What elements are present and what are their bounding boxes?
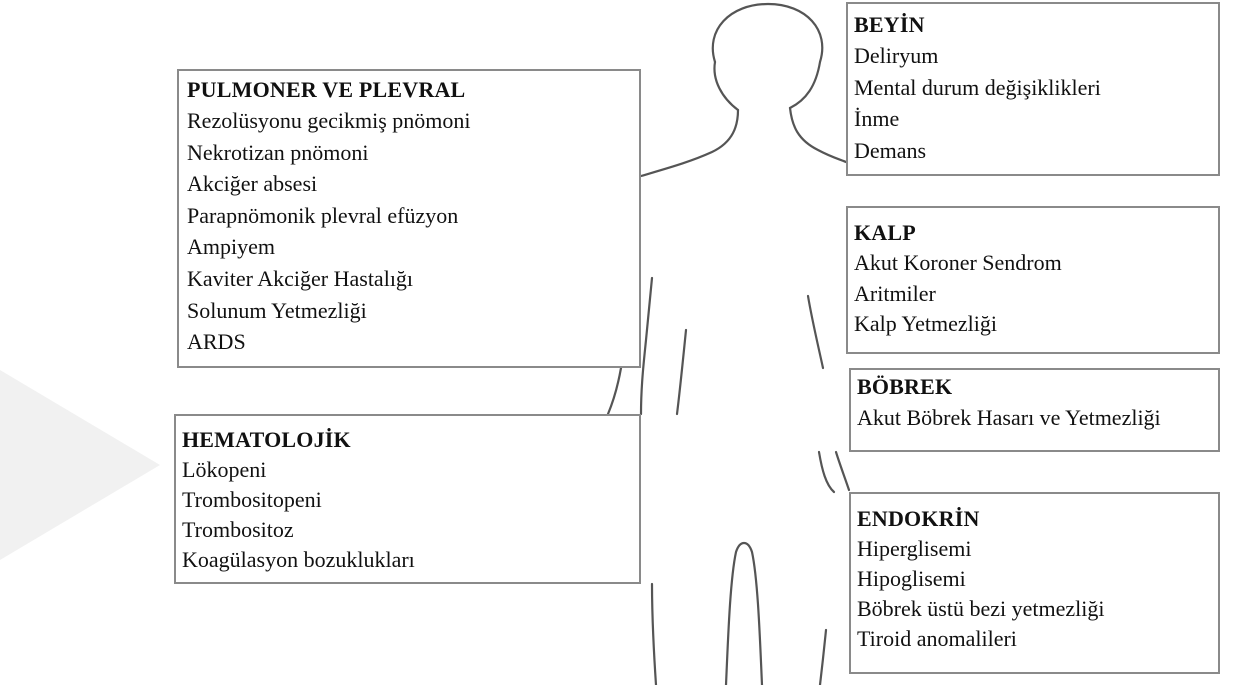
endokrin-item: Hiperglisemi <box>857 534 1210 564</box>
left-shoulder-outline <box>641 110 738 176</box>
beyin-title: BEYİN <box>854 10 1210 40</box>
left-inner-arm <box>641 278 652 414</box>
pulmoner-item: Parapnömonik plevral efüzyon <box>187 200 631 232</box>
beyin-item: Demans <box>854 135 1210 167</box>
hematolojik-item: Koagülasyon bozuklukları <box>182 545 631 575</box>
pulmoner-item: Rezolüsyonu gecikmiş pnömoni <box>187 105 631 137</box>
bobrek-list: Akut Böbrek Hasarı ve Yetmezliği <box>857 402 1210 434</box>
pulmoner-item: Nekrotizan pnömoni <box>187 137 631 169</box>
hematolojik-title: HEMATOLOJİK <box>182 425 631 455</box>
pulmoner-item: ARDS <box>187 326 631 358</box>
endokrin-item: Böbrek üstü bezi yetmezliği <box>857 594 1210 624</box>
pulmoner-title: PULMONER VE PLEVRAL <box>187 75 631 105</box>
hematolojik-item: Lökopeni <box>182 455 631 485</box>
right-arm-outer <box>836 452 849 490</box>
kalp-item: Aritmiler <box>854 279 1210 310</box>
left-leg-outer <box>652 584 656 685</box>
hematolojik-box: HEMATOLOJİK Lökopeni Trombositopeni Trom… <box>174 414 641 584</box>
endokrin-item: Hipoglisemi <box>857 564 1210 594</box>
bobrek-box: BÖBREK Akut Böbrek Hasarı ve Yetmezliği <box>849 368 1220 452</box>
bobrek-item: Akut Böbrek Hasarı ve Yetmezliği <box>857 402 1210 434</box>
beyin-item: Mental durum değişiklikleri <box>854 72 1210 104</box>
head-outline <box>713 4 822 108</box>
kalp-item: Kalp Yetmezliği <box>854 309 1210 340</box>
beyin-list: Deliryum Mental durum değişiklikleri İnm… <box>854 40 1210 166</box>
beyin-item: Deliryum <box>854 40 1210 72</box>
pulmoner-item: Akciğer absesi <box>187 168 631 200</box>
endokrin-box: ENDOKRİN Hiperglisemi Hipoglisemi Böbrek… <box>849 492 1220 674</box>
pulmoner-item: Ampiyem <box>187 231 631 263</box>
right-shoulder-outline <box>790 108 846 162</box>
endokrin-list: Hiperglisemi Hipoglisemi Böbrek üstü bez… <box>857 534 1210 654</box>
endokrin-title: ENDOKRİN <box>857 504 1210 534</box>
kalp-item: Akut Koroner Sendrom <box>854 248 1210 279</box>
hematolojik-item: Trombositoz <box>182 515 631 545</box>
pulmoner-box: PULMONER VE PLEVRAL Rezolüsyonu gecikmiş… <box>177 69 641 368</box>
hematolojik-item: Trombositopeni <box>182 485 631 515</box>
beyin-item: İnme <box>854 103 1210 135</box>
left-arm-outer <box>608 368 621 414</box>
head-left-contour <box>714 62 738 110</box>
right-leg-outer <box>820 630 826 685</box>
left-torso <box>677 330 686 414</box>
kalp-title: KALP <box>854 218 1210 248</box>
bobrek-title: BÖBREK <box>857 372 1210 402</box>
beyin-box: BEYİN Deliryum Mental durum değişiklikle… <box>846 2 1220 176</box>
pulmoner-item: Kaviter Akciğer Hastalığı <box>187 263 631 295</box>
kalp-list: Akut Koroner Sendrom Aritmiler Kalp Yetm… <box>854 248 1210 340</box>
endokrin-item: Tiroid anomalileri <box>857 624 1210 654</box>
hematolojik-list: Lökopeni Trombositopeni Trombositoz Koag… <box>182 455 631 575</box>
pulmoner-list: Rezolüsyonu gecikmiş pnömoni Nekrotizan … <box>187 105 631 358</box>
pulmoner-item: Solunum Yetmezliği <box>187 295 631 327</box>
right-inner-arm <box>808 296 823 368</box>
kalp-box: KALP Akut Koroner Sendrom Aritmiler Kalp… <box>846 206 1220 354</box>
right-torso-lower <box>819 452 834 492</box>
inner-legs <box>726 543 762 685</box>
